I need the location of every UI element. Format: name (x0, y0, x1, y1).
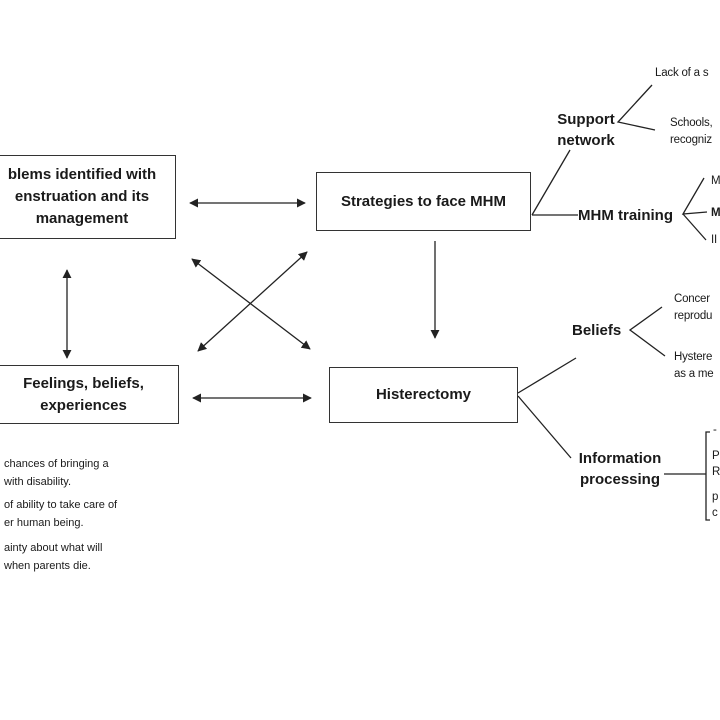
leaf-mhm-2: M (711, 207, 720, 219)
arrow-cross-2 (197, 251, 308, 352)
leaf-concern: Concer reprodu (674, 293, 713, 322)
box-strategies: Strategies to face MHM (316, 172, 531, 231)
label-support-network: Support network (557, 111, 615, 149)
leaf-hysterec: Hystere as a me (674, 351, 714, 380)
branch-info-bracket (705, 431, 710, 521)
branch-mhm-leaves (681, 177, 708, 241)
branch-strategies-support (531, 149, 571, 216)
leaf-info-dash: - (713, 424, 717, 436)
leaf-lack-of: Lack of a s (655, 67, 709, 79)
box-histerectomy: Histerectomy (329, 367, 518, 423)
feelings-note-2: of ability to take care of er human bein… (4, 499, 118, 529)
label-mhm-training: MHM training (578, 207, 673, 224)
branch-support-leaves (616, 84, 656, 131)
label-information-processing: Information processing (578, 450, 662, 488)
branch-hist-info (517, 395, 572, 459)
leaf-mhm-3: II (711, 234, 717, 246)
leaf-info-2: R (712, 466, 720, 478)
label-beliefs: Beliefs (572, 322, 622, 339)
feelings-note-1: chances of bringing a with disability. (4, 458, 109, 488)
leaf-info-1: P (712, 450, 720, 462)
arrow-cross-1 (191, 258, 311, 350)
box-problems: blems identified with enstruation and it… (0, 155, 176, 239)
leaf-schools: Schools, recogniz (670, 117, 713, 146)
branch-beliefs-leaves (628, 306, 666, 357)
branch-hist-beliefs (517, 357, 577, 394)
leaf-info-4: c (712, 507, 718, 519)
feelings-note-3: ainty about what will when parents die. (4, 542, 103, 572)
leaf-mhm-1: M (711, 175, 720, 187)
box-feelings: Feelings, beliefs, experiences (0, 365, 179, 424)
leaf-info-3: p (712, 491, 719, 503)
